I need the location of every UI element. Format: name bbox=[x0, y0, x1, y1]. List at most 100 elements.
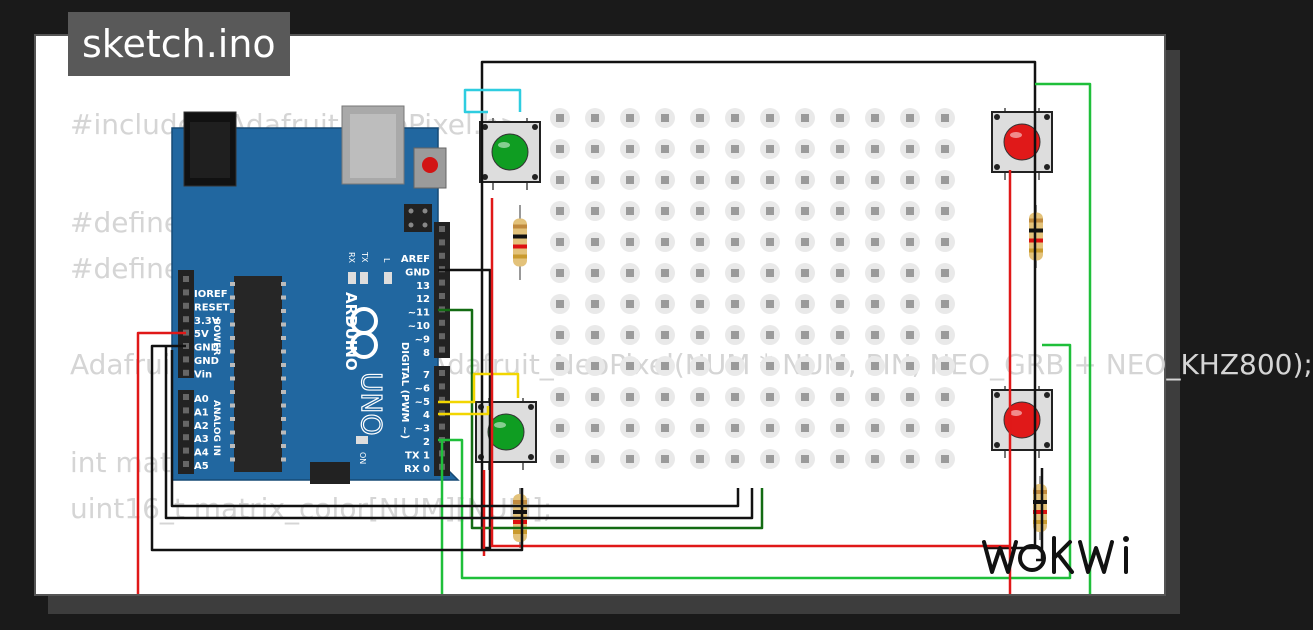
neopixel-led bbox=[690, 201, 710, 221]
neopixel-led bbox=[760, 418, 780, 438]
digital-header-top bbox=[434, 222, 450, 358]
neopixel-led bbox=[935, 325, 955, 345]
wire-black-matrix bbox=[164, 346, 754, 520]
neopixel-led bbox=[830, 170, 850, 190]
pin-label: 2 bbox=[423, 437, 430, 448]
neopixel-led bbox=[900, 294, 920, 314]
neopixel-led bbox=[795, 356, 815, 376]
pin-label: 4 bbox=[423, 410, 430, 421]
neopixel-led bbox=[795, 232, 815, 252]
neopixel-led bbox=[585, 139, 605, 159]
neopixel-led bbox=[725, 387, 745, 407]
pin-label: 8 bbox=[423, 348, 430, 359]
neopixel-led bbox=[585, 170, 605, 190]
neopixel-led bbox=[865, 170, 885, 190]
wire-red-5v bbox=[136, 331, 186, 594]
neopixel-led bbox=[830, 108, 850, 128]
pin-label: ~9 bbox=[415, 334, 430, 345]
neopixel-led bbox=[655, 294, 675, 314]
neopixel-led bbox=[935, 263, 955, 283]
wire-red-main bbox=[490, 170, 1012, 548]
power-label: POWER bbox=[211, 318, 221, 355]
neopixel-led bbox=[655, 418, 675, 438]
neopixel-led bbox=[795, 139, 815, 159]
neopixel-led bbox=[865, 108, 885, 128]
neopixel-led bbox=[690, 387, 710, 407]
neopixel-led bbox=[585, 449, 605, 469]
neopixel-led bbox=[620, 263, 640, 283]
neopixel-led bbox=[620, 356, 640, 376]
button-green-bottom[interactable] bbox=[475, 398, 537, 470]
neopixel-led bbox=[550, 170, 570, 190]
neopixel-led bbox=[795, 325, 815, 345]
neopixel-led bbox=[865, 139, 885, 159]
neopixel-led bbox=[725, 139, 745, 159]
model-label: UNO bbox=[355, 372, 388, 435]
neopixel-led bbox=[795, 418, 815, 438]
analog-label: ANALOG IN bbox=[211, 400, 221, 456]
neopixel-led bbox=[620, 108, 640, 128]
file-name-tab[interactable]: sketch.ino bbox=[68, 12, 290, 76]
resistor[interactable] bbox=[1033, 476, 1047, 540]
wokwi-logo[interactable] bbox=[976, 522, 1156, 593]
pin-label: GND bbox=[194, 356, 219, 367]
neopixel-led bbox=[585, 356, 605, 376]
pin-label: A3 bbox=[194, 434, 209, 445]
neopixel-led bbox=[900, 449, 920, 469]
neopixel-led bbox=[550, 108, 570, 128]
neopixel-led bbox=[585, 325, 605, 345]
neopixel-led bbox=[655, 449, 675, 469]
neopixel-led bbox=[550, 201, 570, 221]
neopixel-led bbox=[830, 201, 850, 221]
pin-label: 3.3V bbox=[194, 316, 220, 327]
neopixel-led bbox=[935, 170, 955, 190]
neopixel-led bbox=[830, 294, 850, 314]
analog-header bbox=[178, 390, 194, 474]
pin-label: GND bbox=[405, 267, 430, 278]
pin-label: TX 1 bbox=[405, 450, 430, 461]
button-green-top[interactable] bbox=[479, 118, 541, 190]
pin-label: AREF bbox=[401, 254, 430, 265]
neopixel-led bbox=[830, 325, 850, 345]
neopixel-led bbox=[865, 356, 885, 376]
neopixel-led bbox=[900, 139, 920, 159]
neopixel-led bbox=[900, 108, 920, 128]
neopixel-led bbox=[935, 139, 955, 159]
neopixel-led bbox=[550, 325, 570, 345]
pin-label: A4 bbox=[194, 448, 209, 459]
wire-black-matrix-2 bbox=[170, 350, 740, 508]
neopixel-led bbox=[585, 418, 605, 438]
neopixel-led bbox=[900, 170, 920, 190]
neopixel-led bbox=[795, 449, 815, 469]
neopixel-led bbox=[655, 201, 675, 221]
wire-darkgreen bbox=[438, 308, 764, 530]
neopixel-led bbox=[655, 108, 675, 128]
neopixel-led bbox=[620, 170, 640, 190]
neopixel-led bbox=[585, 201, 605, 221]
neopixel-led bbox=[620, 232, 640, 252]
circuit-diagram: ARDUINO UNO DIGITAL (PWM ~) POWER ANALOG… bbox=[136, 60, 1092, 594]
neopixel-led bbox=[830, 263, 850, 283]
pin-label: Vin bbox=[194, 369, 212, 380]
neopixel-led bbox=[550, 356, 570, 376]
button-red-bottom[interactable] bbox=[991, 386, 1053, 458]
neopixel-led bbox=[655, 232, 675, 252]
pin-label: ~10 bbox=[408, 321, 430, 332]
neopixel-led bbox=[795, 170, 815, 190]
neopixel-led bbox=[865, 294, 885, 314]
arduino-uno-board[interactable]: ARDUINO UNO DIGITAL (PWM ~) POWER ANALOG… bbox=[171, 105, 460, 484]
neopixel-led bbox=[725, 418, 745, 438]
pin-label: 12 bbox=[416, 294, 430, 305]
neopixel-led bbox=[550, 418, 570, 438]
neopixel-led bbox=[550, 232, 570, 252]
pin-label: IOREF bbox=[194, 289, 228, 300]
pin-label: A2 bbox=[194, 421, 209, 432]
neopixel-led bbox=[585, 232, 605, 252]
button-red-top[interactable] bbox=[991, 108, 1053, 180]
neopixel-led bbox=[585, 108, 605, 128]
rx-label: RX bbox=[347, 252, 356, 264]
pin-label: A0 bbox=[194, 394, 209, 405]
wires bbox=[136, 60, 1092, 594]
neopixel-led bbox=[935, 418, 955, 438]
resistor[interactable] bbox=[513, 205, 527, 280]
